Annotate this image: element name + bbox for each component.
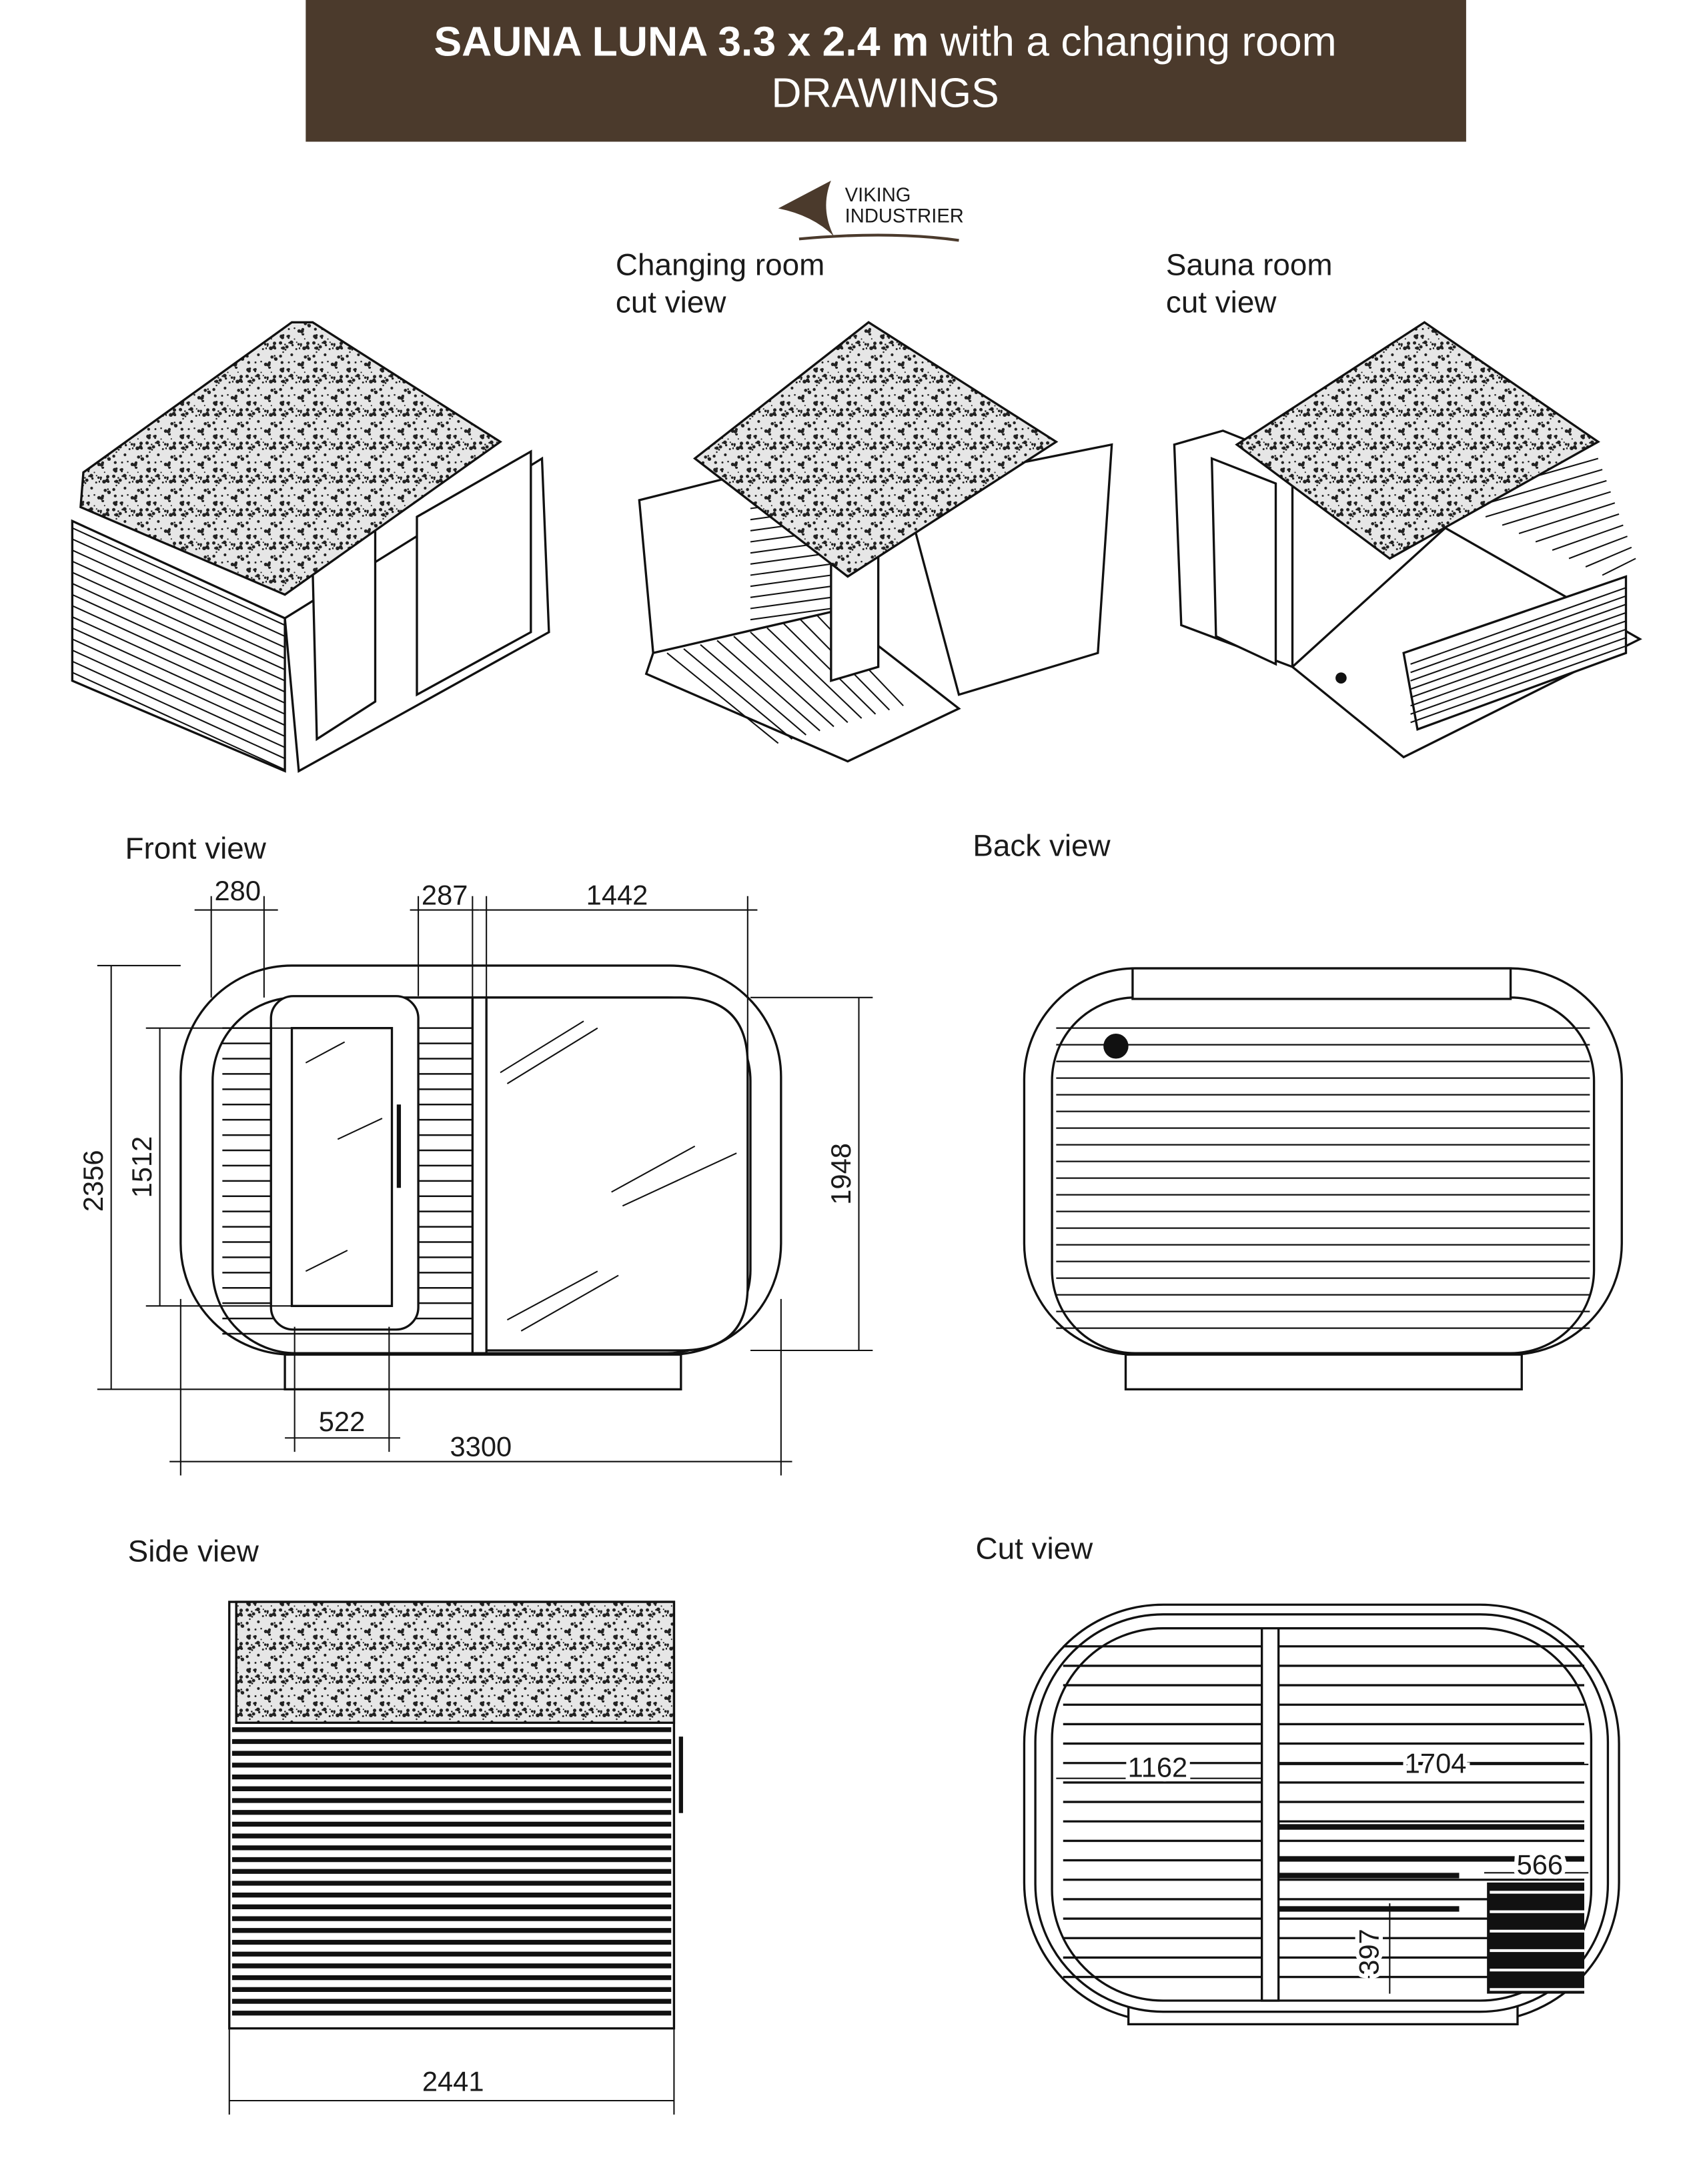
deck-board: [766, 627, 863, 719]
glass-window: [485, 996, 749, 1352]
bench-slat: [1410, 620, 1626, 698]
dim-1162: 1162: [1128, 1752, 1188, 1783]
front-view-dimensions: [97, 896, 873, 1476]
roof-shingles: [79, 321, 502, 596]
partition-wall: [1261, 1627, 1280, 2002]
wall-slat: [71, 527, 286, 626]
ship-sail-icon: [778, 180, 834, 237]
dim-287: 287: [422, 879, 468, 910]
wall-slat: [71, 638, 286, 738]
chimney-hole: [1103, 1034, 1129, 1059]
wall-slat: [1585, 546, 1632, 568]
wall-slat: [1568, 535, 1628, 560]
drain: [1335, 672, 1347, 684]
wall-slat: [71, 572, 286, 671]
bench-slat: [1410, 612, 1626, 690]
wall-slat: [1602, 558, 1636, 576]
logo-line1: VIKING: [845, 185, 911, 206]
dim-1948: 1948: [825, 1143, 857, 1205]
wall-slat: [71, 550, 286, 648]
dim-397: 397: [1353, 1929, 1385, 1975]
wall-slat: [1485, 479, 1607, 517]
changing-room-label-1: Changing room: [616, 247, 824, 281]
dim-280: 280: [214, 875, 261, 906]
deck-board: [750, 632, 848, 724]
bench-slat: [1410, 595, 1626, 674]
wall-slat: [71, 605, 286, 704]
deck-board: [716, 640, 820, 732]
door: [1210, 457, 1277, 666]
deck-floor: [644, 610, 961, 763]
front-view-drawing: [179, 964, 782, 1391]
deck-board: [733, 636, 834, 728]
wall-slat: [750, 552, 831, 565]
bench: [1402, 575, 1628, 731]
title: SAUNA LUNA 3.3 x 2.4 m with a changing r…: [434, 18, 1336, 65]
wall-slat: [71, 616, 286, 715]
back-view-drawing: [1023, 967, 1623, 1391]
cut-view-drawing: [1023, 1603, 1620, 2026]
wall-slat: [71, 650, 286, 748]
deck-board: [783, 623, 877, 715]
subtitle: DRAWINGS: [771, 69, 999, 116]
bench-slat: [1410, 637, 1626, 715]
wall-slat: [1518, 502, 1616, 534]
door-glass: [290, 1027, 394, 1308]
wall-slat: [71, 660, 286, 760]
glass-window: [416, 449, 532, 697]
wall-slat: [71, 627, 286, 726]
isometric-sauna-room-cut: [1173, 321, 1642, 759]
back-view-label: Back view: [973, 828, 1111, 862]
dim-1512: 1512: [126, 1136, 157, 1198]
dim-3300: 3300: [450, 1430, 512, 1462]
bench-slat: [1410, 604, 1626, 682]
front-view-label: Front view: [125, 832, 267, 866]
wall-slat: [1535, 513, 1620, 543]
wall-slat: [71, 672, 286, 771]
wall-slat: [1502, 491, 1611, 526]
logo-line2: INDUSTRIER: [845, 205, 964, 227]
wall-slat: [71, 594, 286, 693]
bench-slat: [1410, 587, 1626, 665]
changing-room-label-2: cut view: [616, 285, 726, 319]
sauna-room-label-2: cut view: [1166, 285, 1277, 319]
dim-522: 522: [319, 1406, 366, 1437]
bench: [1487, 1882, 1584, 1994]
dim-1442: 1442: [586, 879, 648, 910]
bench-slat: [1410, 628, 1626, 707]
deck-board: [683, 648, 793, 740]
roof-shingles: [235, 1600, 676, 1724]
roof-shingles: [692, 321, 1059, 578]
header-banner: SAUNA LUNA 3.3 x 2.4 m with a changing r…: [306, 0, 1466, 142]
cut-view-label: Cut view: [976, 1532, 1094, 1566]
wall-slat: [750, 596, 831, 610]
viking-logo: VIKING INDUSTRIER: [778, 180, 964, 242]
side-view-drawing: [228, 1600, 683, 2115]
deck-board: [700, 644, 807, 736]
wall-slat: [750, 586, 831, 598]
wall-slat: [1552, 524, 1624, 551]
bench-slat: [1410, 645, 1626, 724]
deck-board: [666, 652, 779, 744]
isometric-changing-room-cut: [638, 321, 1113, 763]
dim-2441: 2441: [422, 2065, 484, 2097]
side-view-label: Side view: [128, 1534, 259, 1568]
side-wall: [71, 519, 286, 773]
roof-shingles: [1235, 321, 1600, 560]
wall-slat: [750, 574, 831, 588]
wall-slat: [71, 538, 286, 638]
isometric-exterior-view: [71, 321, 550, 773]
wall-slat: [71, 583, 286, 682]
wall-slat: [71, 560, 286, 660]
sauna-room-label-1: Sauna room: [1166, 247, 1333, 281]
base: [284, 1353, 682, 1391]
wall-slat: [750, 563, 831, 576]
wall-slat: [750, 608, 831, 621]
dim-566: 566: [1517, 1849, 1564, 1880]
dim-2356: 2356: [77, 1150, 109, 1212]
dim-1704: 1704: [1405, 1747, 1467, 1779]
